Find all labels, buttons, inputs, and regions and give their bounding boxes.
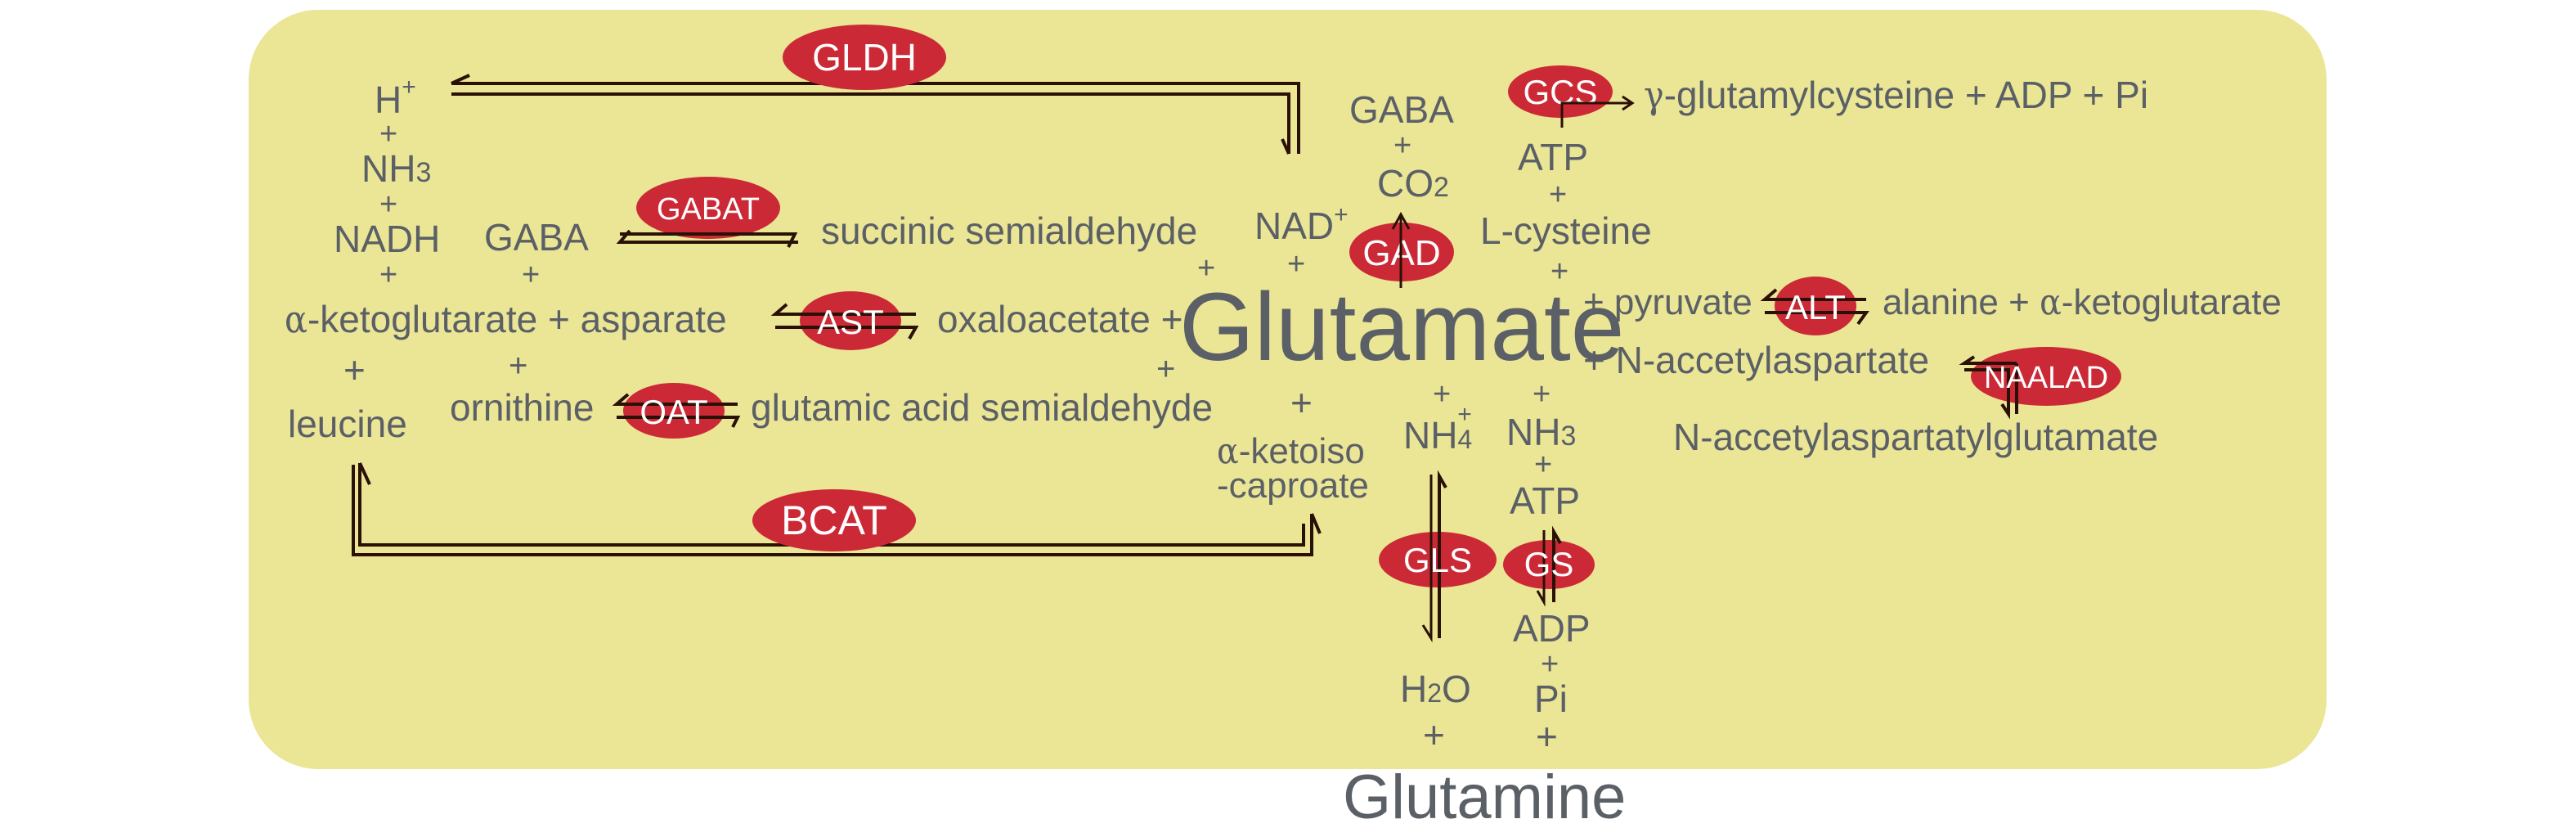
alt-arrow-reverse [1760, 288, 1866, 301]
oxaloacetate-label: oxaloacetate + [937, 298, 1183, 340]
plus-sign: + [1423, 713, 1445, 756]
oat-arrow-reverse [612, 393, 738, 406]
glutamic-acid-semialdehyde-label: glutamic acid semialdehyde [751, 386, 1213, 429]
gabat-reaction: GABA + GABAT succinic semialdehyde + [484, 177, 1215, 292]
gcs-enzyme-label: GCS [1523, 73, 1597, 111]
adp-label: ADP [1513, 607, 1591, 650]
l-cysteine-label: L-cysteine [1480, 209, 1652, 252]
pi-label: Pi [1534, 677, 1568, 720]
gldh-enzyme-label: GLDH [812, 36, 917, 79]
gcs-enzyme-badge[interactable] [1508, 65, 1613, 118]
gcs-arrow [1560, 95, 1635, 128]
plus-sign: + [1536, 715, 1558, 758]
bcat-enzyme-badge[interactable] [752, 489, 916, 551]
gldh-reaction: H+ + NH3 + NADH + GLDH NAD+ + [334, 25, 1349, 292]
gabat-arrow-reverse [616, 229, 798, 244]
ast-reaction: α-ketoglutarate + asparate AST oxaloacet… [285, 291, 1183, 350]
gls-reaction: + NH4+ GLS H2O + [1379, 377, 1497, 756]
alt-arrow-forward [1765, 311, 1869, 326]
gamma-glutamylcysteine-label: γ-glutamylcysteine + ADP + Pi [1644, 73, 2148, 117]
alanine-ketoglutarate-label: alanine + α-ketoglutarate [1883, 281, 2282, 323]
leucine-label: leucine [288, 403, 407, 445]
alt-reaction: + pyruvate ALT alanine + α-ketoglutarate [1583, 277, 2282, 335]
gs-arrow-reverse [1552, 525, 1562, 602]
gad-arrow [1391, 211, 1411, 288]
gcs-reaction: GCS γ-glutamylcysteine + ADP + Pi ATP + … [1480, 65, 2148, 289]
naalad-reaction: + N-accetylaspartate NAALAD N-accetylasp… [1583, 339, 2158, 458]
alt-enzyme-label: ALT [1785, 288, 1846, 326]
nad-plus-label: NAD+ [1254, 201, 1349, 247]
bcat-enzyme-label: BCAT [781, 497, 887, 543]
ornithine-label: ornithine [450, 386, 594, 429]
bcat-reaction: leucine BCAT + α-ketoiso -caproate [288, 381, 1369, 556]
oat-enzyme-badge[interactable] [623, 383, 725, 439]
nh3-label: NH3 [1506, 411, 1576, 453]
gls-enzyme-label: GLS [1403, 541, 1472, 579]
plus-sign: + [379, 187, 397, 222]
co2-label: CO2 [1377, 162, 1449, 205]
gldh-arrow-forward [451, 92, 1290, 155]
gad-reaction: GABA + CO2 GAD [1349, 88, 1454, 288]
plus-sign: + [343, 349, 366, 391]
gls-arrow-forward [1421, 475, 1433, 643]
plus-sign: + [1290, 381, 1313, 424]
plus-sign: + [1533, 377, 1551, 412]
gldh-arrow-reverse [451, 74, 1300, 154]
plus-sign: + [1156, 351, 1175, 387]
oat-arrow-forward [617, 416, 741, 428]
gabat-enzyme-badge[interactable] [636, 177, 780, 239]
ast-arrow-forward [775, 326, 919, 340]
bcat-arrow-forward [352, 465, 1322, 556]
alpha-ketoisocaproate-label-2: -caproate [1217, 466, 1369, 506]
gs-reaction: + NH3 + ATP GS ADP + Pi + [1503, 377, 1595, 758]
plus-sign: + [379, 258, 397, 292]
plus-sign: + [1287, 247, 1305, 281]
alpha-ketoisocaproate-label-1: α-ketoiso [1217, 430, 1365, 472]
atp-label: ATP [1518, 136, 1588, 178]
plus-sign: + [1197, 251, 1215, 286]
alt-enzyme-badge[interactable] [1775, 277, 1856, 335]
naalad-arrow-reverse [1959, 355, 2018, 414]
pyruvate-label: + pyruvate [1583, 282, 1752, 322]
ast-enzyme-badge[interactable] [800, 291, 901, 350]
plus-sign: + [509, 348, 527, 384]
nadh-label: NADH [334, 218, 440, 260]
n-accetylaspartate-label: + N-accetylaspartate [1583, 339, 1929, 381]
plus-sign: + [1549, 178, 1567, 212]
nh3-label: NH3 [361, 147, 431, 190]
alpha-ketoglutarate-asparate-label: α-ketoglutarate + asparate [285, 297, 727, 341]
plus-sign: + [1551, 254, 1568, 289]
plus-sign: + [1541, 647, 1559, 682]
glutamate-label: Glutamate [1179, 273, 1624, 381]
h2o-label: H2O [1400, 668, 1471, 710]
gabat-enzyme-label: GABAT [657, 192, 760, 227]
ast-enzyme-label: AST [817, 303, 884, 341]
plus-sign: + [1393, 128, 1411, 163]
oat-reaction: ornithine OAT glutamic acid semialdehyde [450, 383, 1213, 439]
gaba-label: GABA [484, 216, 589, 259]
succinic-semialdehyde-label: succinic semialdehyde [821, 209, 1197, 252]
atp-gs-label: ATP [1510, 479, 1580, 522]
plus-sign: + [522, 258, 540, 292]
h-plus-label: H+ [375, 74, 416, 121]
naalad-enzyme-label: NAALAD [1984, 361, 2108, 395]
glutamine-label: Glutamine [1343, 763, 1626, 832]
gs-enzyme-badge[interactable] [1503, 540, 1595, 589]
naalad-arrow-forward [1964, 368, 2010, 420]
plus-sign: + [1433, 377, 1451, 412]
gls-arrow-reverse [1438, 470, 1447, 638]
gs-arrow-forward [1536, 530, 1546, 607]
oat-enzyme-label: OAT [640, 393, 707, 431]
ast-arrow-reverse [770, 303, 916, 316]
gs-enzyme-label: GS [1524, 545, 1574, 583]
n-accetylaspartatylglutamate-label: N-accetylaspartatylglutamate [1673, 416, 2158, 458]
nh4-plus-label: NH4+ [1403, 401, 1472, 457]
gldh-enzyme-badge[interactable] [783, 25, 946, 90]
plus-sign: + [1534, 448, 1552, 482]
gaba-product-label: GABA [1349, 88, 1454, 131]
plus-sign: + [379, 117, 397, 151]
